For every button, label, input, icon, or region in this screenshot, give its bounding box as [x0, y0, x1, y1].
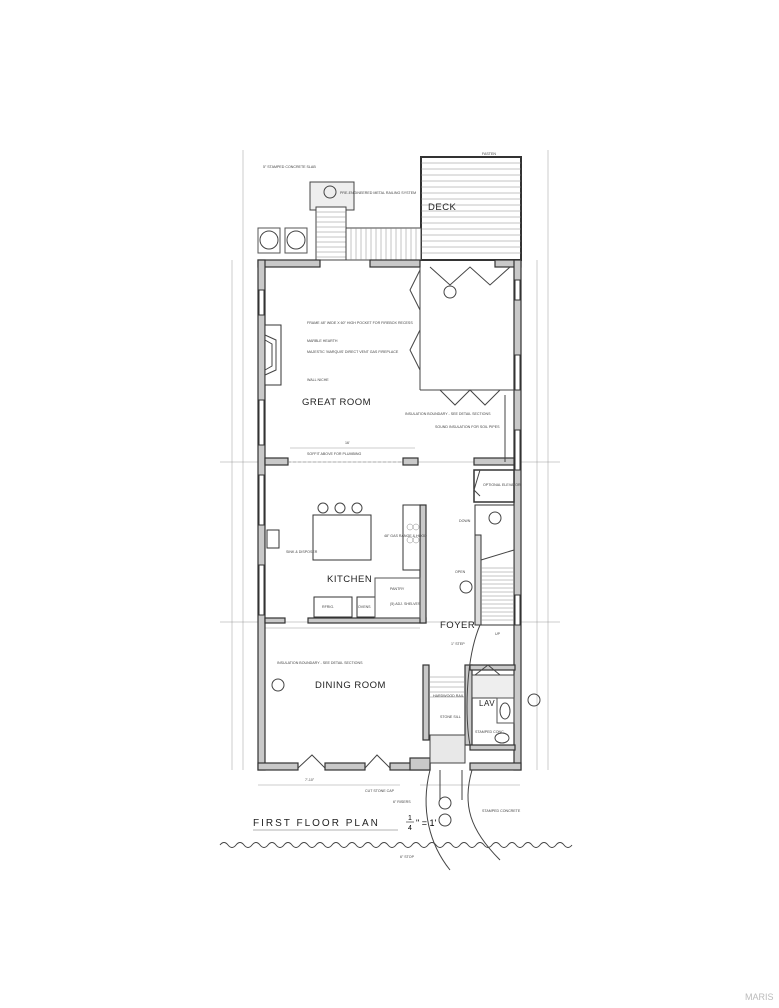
note: UP — [495, 632, 501, 636]
watermark-logo: MARIS — [745, 992, 774, 1002]
note: (5) ADJ. SHELVES — [390, 602, 421, 606]
note: SOUND INSULATION FOR SOIL PIPES — [435, 425, 500, 429]
note: 1" STEP — [451, 642, 465, 646]
note: RFRIG. — [322, 605, 334, 609]
note: OPEN — [455, 570, 466, 574]
note: DOWN — [459, 519, 471, 523]
scale-denominator: 4 — [408, 825, 412, 832]
scale-rest: " = 1' — [416, 818, 436, 828]
note: OVENS — [358, 605, 371, 609]
site-boundary-line — [219, 842, 573, 848]
note: INSULATION BOUNDARY - SEE DETAIL SECTION… — [405, 412, 491, 416]
note: FRAME 48" WIDE X 60" HIGH POCKET FOR FIR… — [307, 321, 413, 325]
note: INSULATION BOUNDARY - SEE DETAIL SECTION… — [277, 661, 363, 665]
lav — [471, 664, 515, 744]
note: PANTRY — [390, 587, 405, 591]
dimension-label: 7'-10" — [305, 778, 315, 782]
exterior-walls — [257, 259, 522, 771]
annotations: 5" STAMPED CONCRETE SLAB PRE-ENGINEERED … — [263, 152, 521, 859]
kitchen-fixtures — [266, 502, 421, 619]
note: MAJESTIC 'MARQUIS' DIRECT VENT GAS FIREP… — [307, 350, 399, 354]
dimension-label: 16' — [345, 441, 350, 445]
scale-numerator: 1 — [408, 815, 412, 822]
plan-title-block: FIRST FLOOR PLAN 1 4 " = 1' — [253, 815, 436, 832]
note: FASTEN — [482, 152, 496, 156]
main-stairs — [459, 504, 515, 746]
note: SINK & DISPOSER — [286, 550, 318, 554]
rear-stoop — [257, 181, 422, 261]
plan-title: FIRST FLOOR PLAN — [253, 818, 380, 829]
note: PRE-ENGINEERED METAL RAILING SYSTEM — [340, 191, 416, 195]
note: SOFFIT ABOVE FOR PLUMBING — [307, 452, 361, 456]
rear-bay — [409, 266, 514, 406]
dining-doors — [271, 678, 541, 769]
note: OPTIONAL ELEVATOR — [483, 483, 521, 487]
note: WALL NICHE — [307, 378, 329, 382]
interior-walls — [264, 395, 516, 771]
note: STAMPED CONC. — [475, 730, 505, 734]
note: 5" STAMPED CONCRETE SLAB — [263, 165, 316, 169]
note: 6" STOP — [400, 855, 415, 859]
deck — [420, 156, 522, 261]
note: MARBLE HEARTH — [307, 339, 338, 343]
room-label-lav: LAV — [479, 699, 495, 708]
room-label-foyer: FOYER — [440, 620, 475, 631]
fireplace — [264, 324, 282, 386]
note: STAMPED CONCRETE — [482, 809, 521, 813]
room-label-deck: DECK — [428, 202, 457, 213]
entry — [425, 676, 501, 871]
room-label-great-room: GREAT ROOM — [302, 397, 371, 408]
room-label-dining-room: DINING ROOM — [315, 680, 386, 691]
note: STONE SILL — [440, 715, 461, 719]
note: HARDWOOD RAIL — [433, 694, 464, 698]
note: 6" RISERS — [393, 800, 411, 804]
note: CUT STONE CAP — [365, 789, 395, 793]
note: 48" GAS RANGE & HOOD — [384, 534, 427, 538]
room-label-kitchen: KITCHEN — [327, 574, 372, 585]
